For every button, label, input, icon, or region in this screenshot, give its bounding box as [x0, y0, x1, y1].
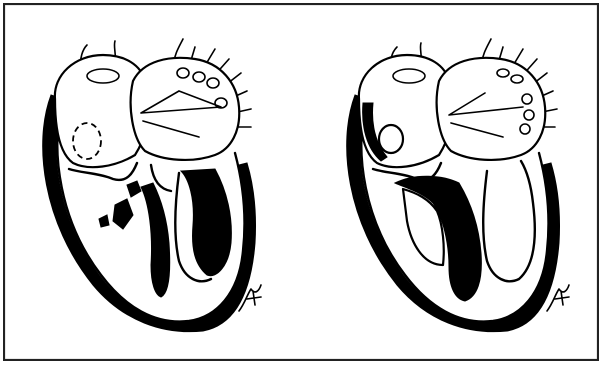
left-heart-drawing [43, 39, 261, 332]
right-chamber-wall [483, 161, 535, 281]
right-heart-drawing [347, 39, 569, 332]
right-upper-chamber [437, 58, 546, 160]
left-muscle-patches [99, 181, 141, 229]
figure-frame [3, 3, 599, 361]
left-ventricle-fill [181, 169, 231, 276]
heart-diagram-pair [3, 3, 599, 361]
left-septum-fill [141, 183, 170, 297]
right-fossa-ovalis [379, 125, 403, 153]
